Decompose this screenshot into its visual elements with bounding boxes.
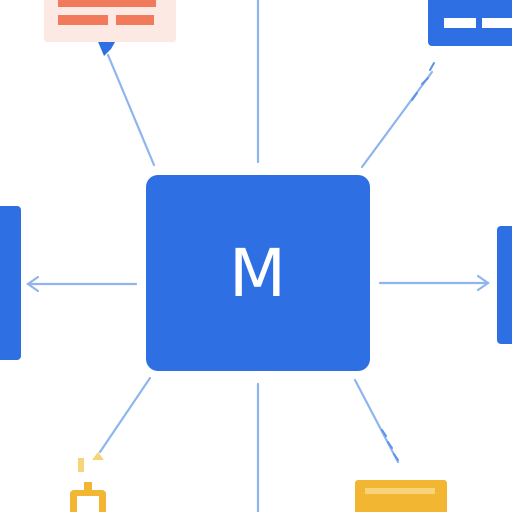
document-card-red[interactable] — [44, 0, 176, 42]
document-lines-icon — [58, 0, 156, 7]
side-panel-right[interactable] — [497, 226, 512, 344]
connector-top-left — [106, 53, 156, 167]
central-hub[interactable] — [146, 175, 370, 371]
window-card-blue[interactable] — [428, 0, 512, 46]
side-panel-left[interactable] — [0, 206, 21, 360]
panel-icon — [0, 212, 1, 213]
folder-card-yellow[interactable] — [355, 480, 447, 512]
connector-bottom-right — [353, 378, 400, 464]
connector-ticks-bottom-right — [381, 429, 399, 461]
connector-left-arrowhead — [26, 275, 40, 293]
folder-icon — [355, 480, 447, 512]
lock-icon[interactable] — [70, 452, 106, 512]
connector-right-arrowhead — [476, 274, 490, 292]
panel-icon — [500, 230, 501, 231]
connectors — [26, 0, 490, 512]
window-icon — [444, 18, 476, 28]
connector-top-right — [360, 70, 434, 169]
connector-bottom-left — [98, 376, 152, 454]
connector-ticks-top-right — [411, 62, 435, 101]
